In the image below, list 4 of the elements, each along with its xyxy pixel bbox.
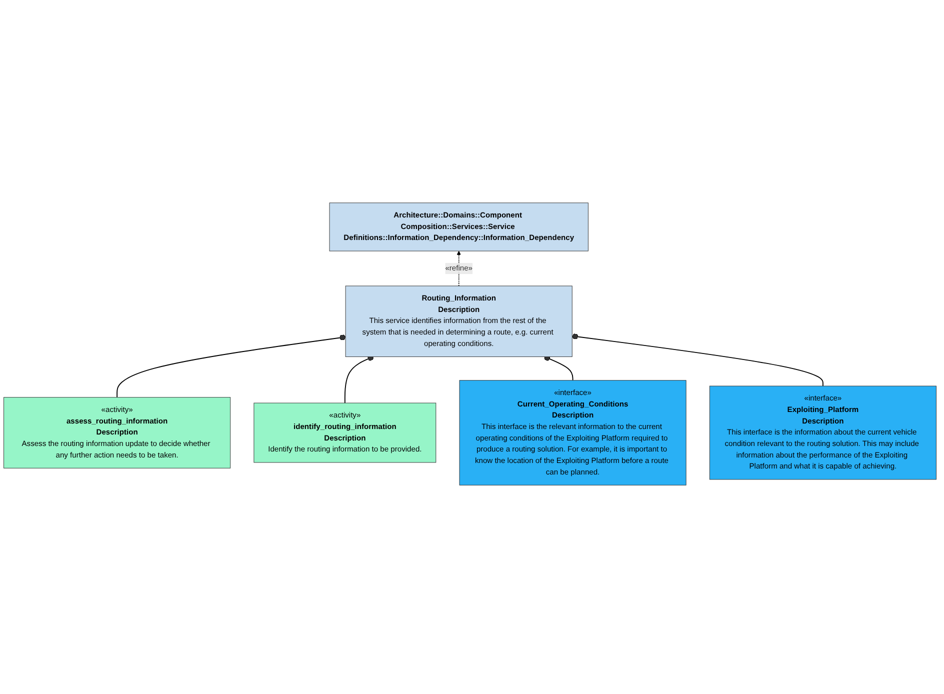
connector [344,355,374,404]
connector [116,334,346,398]
connector [544,355,574,381]
connector [572,334,824,386]
